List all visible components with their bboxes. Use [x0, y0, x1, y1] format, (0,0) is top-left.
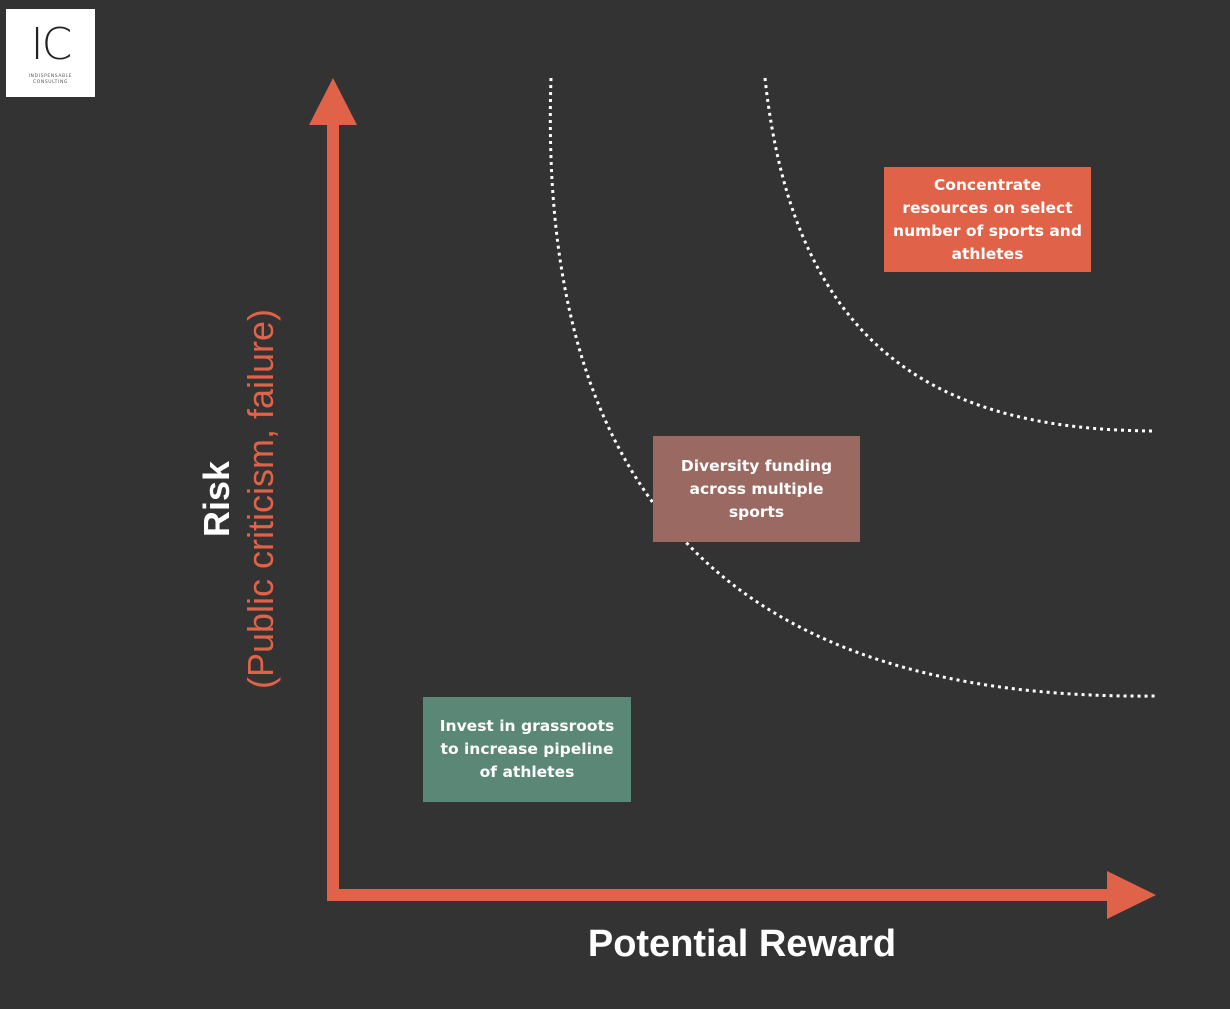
y-axis-sublabel: (Public criticism, failure)	[240, 308, 281, 690]
inner-frontier-curve	[548, 77, 1158, 698]
y-axis-label-group: Risk (Public criticism, failure)	[195, 199, 305, 799]
logo-mark: IC	[30, 19, 73, 70]
y-axis-arrowhead	[309, 78, 357, 125]
logo-line-2: CONSULTING	[32, 80, 69, 85]
logo-line-1: INDISPENSABLE	[28, 74, 73, 79]
grassroots-investment-box: Invest in grassroots to increase pipelin…	[423, 697, 631, 802]
concentrate-resources-box: Concentrate resources on select number o…	[884, 167, 1091, 272]
x-axis-arrowhead	[1107, 871, 1156, 919]
y-axis-label: Risk	[196, 460, 237, 538]
diversity-funding-box: Diversity funding across multiple sports	[653, 436, 860, 542]
company-logo: IC INDISPENSABLE CONSULTING	[6, 9, 95, 97]
x-axis-label: Potential Reward	[587, 923, 897, 965]
